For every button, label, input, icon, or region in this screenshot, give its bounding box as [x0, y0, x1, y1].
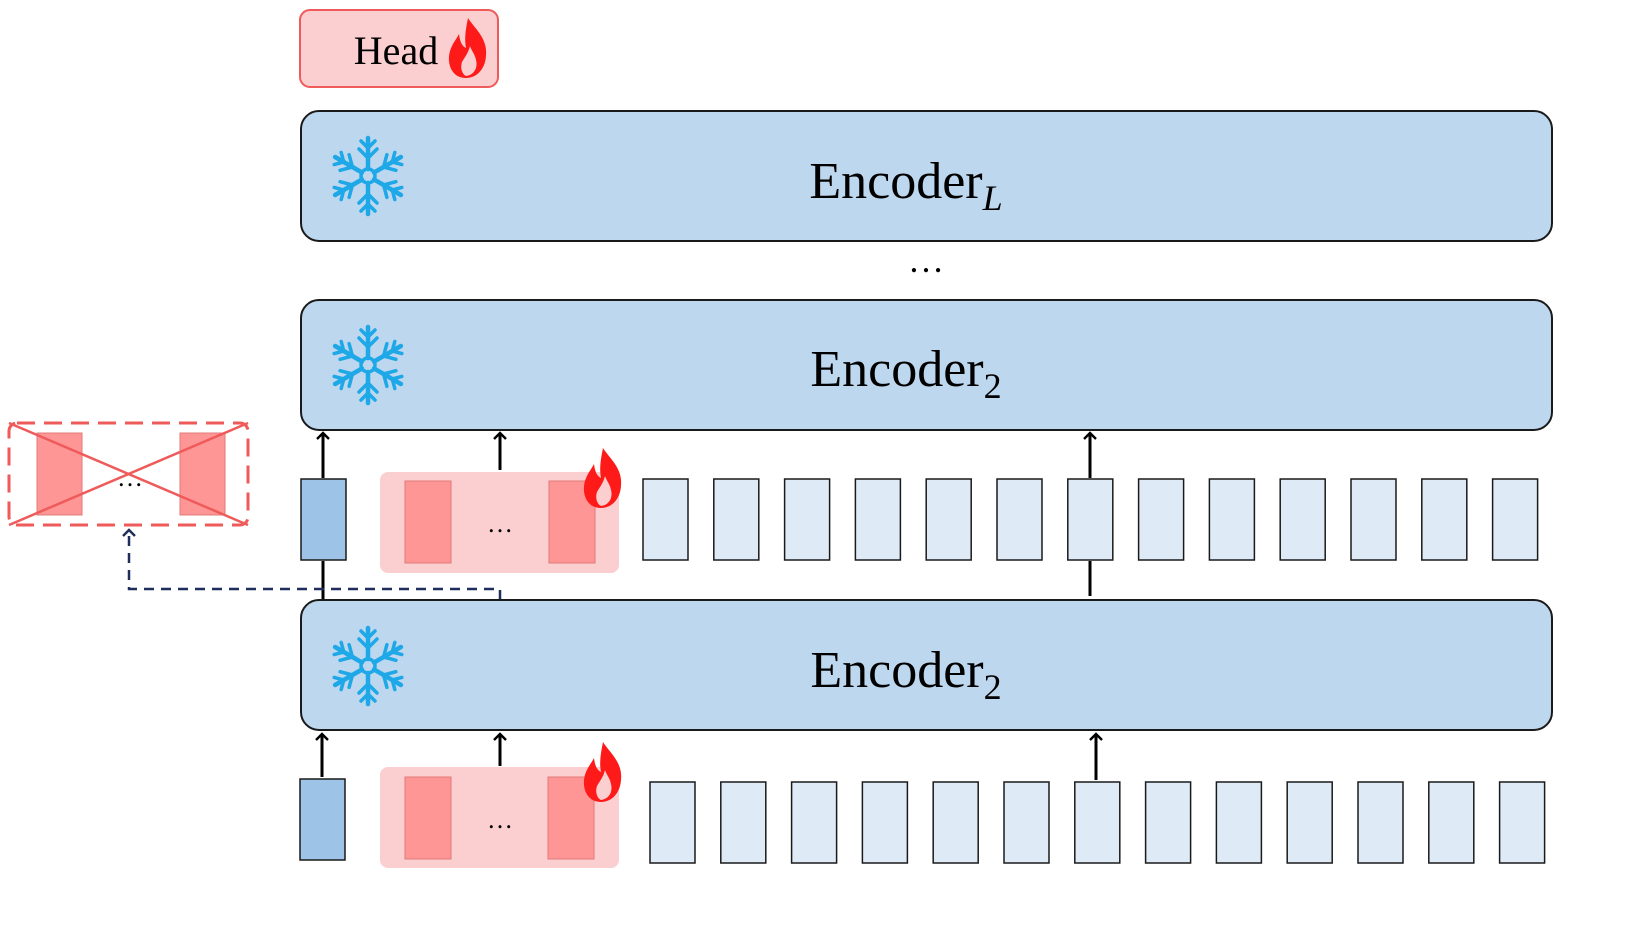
cls-token: [299, 778, 346, 861]
encoder-label: EncoderL: [809, 153, 1002, 218]
discarded-prompt-group: …: [7, 421, 250, 527]
patch-token: [1208, 478, 1256, 561]
patch-token: [783, 478, 831, 561]
patch-token: [925, 478, 972, 561]
patch-tokens: [649, 781, 1546, 864]
patch-token: [1215, 781, 1263, 864]
patch-token: [996, 478, 1043, 561]
encoder-block-middle: Encoder2: [300, 299, 1553, 431]
patch-token: [1498, 781, 1546, 864]
patch-token: [790, 781, 838, 864]
token-row-upper: …: [300, 448, 1539, 573]
patch-token: [1144, 781, 1192, 864]
patch-token: [642, 478, 689, 561]
layer-ellipsis: …: [908, 240, 944, 280]
patch-token: [1286, 781, 1333, 864]
prompt-token: [404, 776, 452, 860]
encoder-block-top: EncoderL: [300, 110, 1553, 242]
head-label: Head: [354, 28, 438, 73]
patch-token: [1491, 478, 1539, 561]
cross-line: [8, 421, 249, 527]
discard-arrow: [122, 528, 502, 600]
cls-token: [300, 478, 347, 561]
patch-token: [1428, 781, 1475, 864]
prompt-token: [404, 480, 452, 564]
patch-token: [713, 478, 760, 561]
encoder-block-bottom: Encoder2: [300, 599, 1553, 731]
head-block: Head: [299, 9, 499, 88]
patch-token: [649, 781, 696, 864]
patch-token: [1074, 781, 1121, 864]
patch-tokens: [642, 478, 1539, 561]
patch-token: [1350, 478, 1397, 561]
patch-token: [861, 781, 909, 864]
encoder-label: Encoder2: [810, 642, 1001, 707]
patch-token: [1357, 781, 1404, 864]
patch-token: [720, 781, 767, 864]
patch-token: [1067, 478, 1114, 561]
patch-token: [1003, 781, 1050, 864]
patch-token: [1279, 478, 1326, 561]
token-ellipsis: …: [487, 509, 513, 538]
patch-token: [1137, 478, 1185, 561]
encoder-label: Encoder2: [810, 341, 1001, 406]
patch-token: [854, 478, 902, 561]
prompt-token: [36, 432, 83, 516]
token-ellipsis: …: [487, 805, 513, 834]
patch-token: [1421, 478, 1468, 561]
token-row-lower: …: [299, 742, 1546, 868]
prompt-token: [179, 432, 226, 516]
patch-token: [932, 781, 979, 864]
